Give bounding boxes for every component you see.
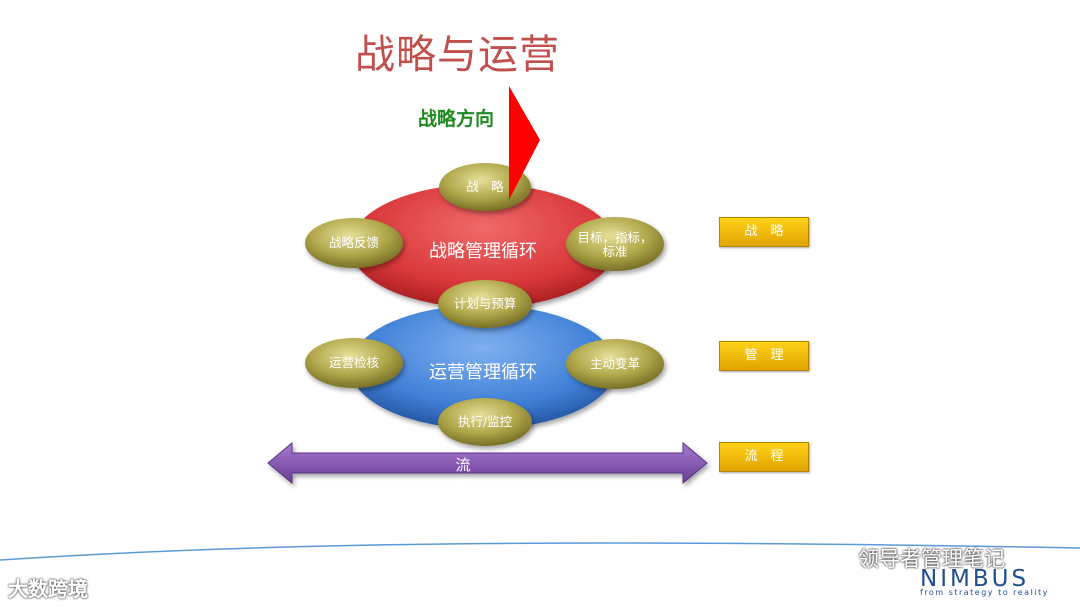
node-change-shape [566, 339, 664, 389]
operations-cycle-label: 运营管理循环 [429, 362, 537, 383]
node-strategy: 战 略 [466, 179, 504, 194]
watermark-right: 领导者管理笔记 [858, 547, 1005, 571]
flow-arrow-label: 流 程 [455, 456, 514, 495]
nimbus-logo: NIMBUS [920, 566, 1030, 592]
flow-double-arrow [267, 441, 708, 485]
node-plan-budget-shape [438, 280, 532, 328]
node-execute-shape [438, 398, 532, 446]
page-title: 战略与运营 [355, 32, 560, 78]
node-plan-budget: 计划与预算 [453, 296, 517, 311]
strategy-direction-arrow [509, 86, 540, 200]
strategy-cycle-label: 战略管理循环 [429, 241, 537, 262]
node-targets: 目标，指标， 标准 [566, 230, 664, 260]
side-button-management: 管 理 [719, 341, 809, 371]
node-targets-line2: 标准 [602, 244, 628, 259]
node-feedback-shape [305, 218, 403, 268]
strategy-cycle-ellipse [350, 184, 616, 308]
operations-cycle-ellipse [350, 305, 616, 429]
node-execute: 执行/监控 [457, 414, 513, 429]
side-button-strategy: 战 略 [719, 217, 809, 247]
node-targets-shape [566, 217, 664, 271]
node-targets-line1: 目标，指标， [577, 230, 653, 245]
watermark-left: 大数跨境 [8, 577, 88, 601]
nimbus-tagline: from strategy to reality [920, 588, 1049, 597]
decorative-wave [0, 542, 1080, 561]
side-button-process: 流 程 [719, 442, 809, 472]
strategy-direction-label: 战略方向 [418, 108, 495, 130]
node-review: 运营检核 [328, 355, 379, 370]
node-strategy-shape [439, 163, 531, 211]
node-change: 主动变革 [589, 356, 640, 371]
node-feedback: 战略反馈 [328, 235, 379, 250]
node-review-shape [305, 338, 403, 388]
